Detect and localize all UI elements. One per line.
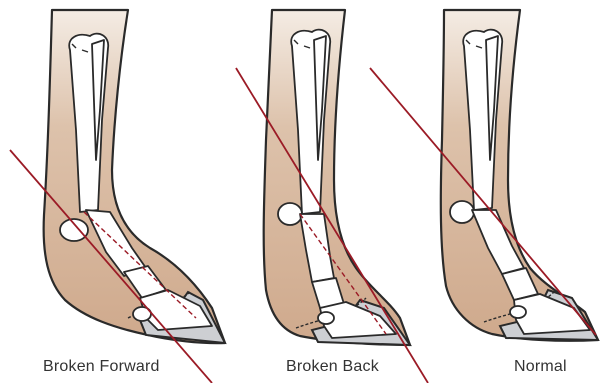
sesamoid-bone — [450, 201, 474, 223]
caption-normal: Normal — [514, 358, 567, 376]
sesamoid-bone — [60, 219, 88, 241]
caption-broken-forward: Broken Forward — [43, 358, 160, 376]
panel-normal — [370, 10, 598, 341]
panel-broken-back — [236, 10, 428, 383]
caption-broken-back: Broken Back — [286, 358, 379, 376]
sesamoid-bone — [278, 203, 302, 225]
navicular-bone — [510, 306, 526, 318]
navicular-bone — [318, 312, 334, 324]
panel-broken-forward — [10, 10, 225, 383]
